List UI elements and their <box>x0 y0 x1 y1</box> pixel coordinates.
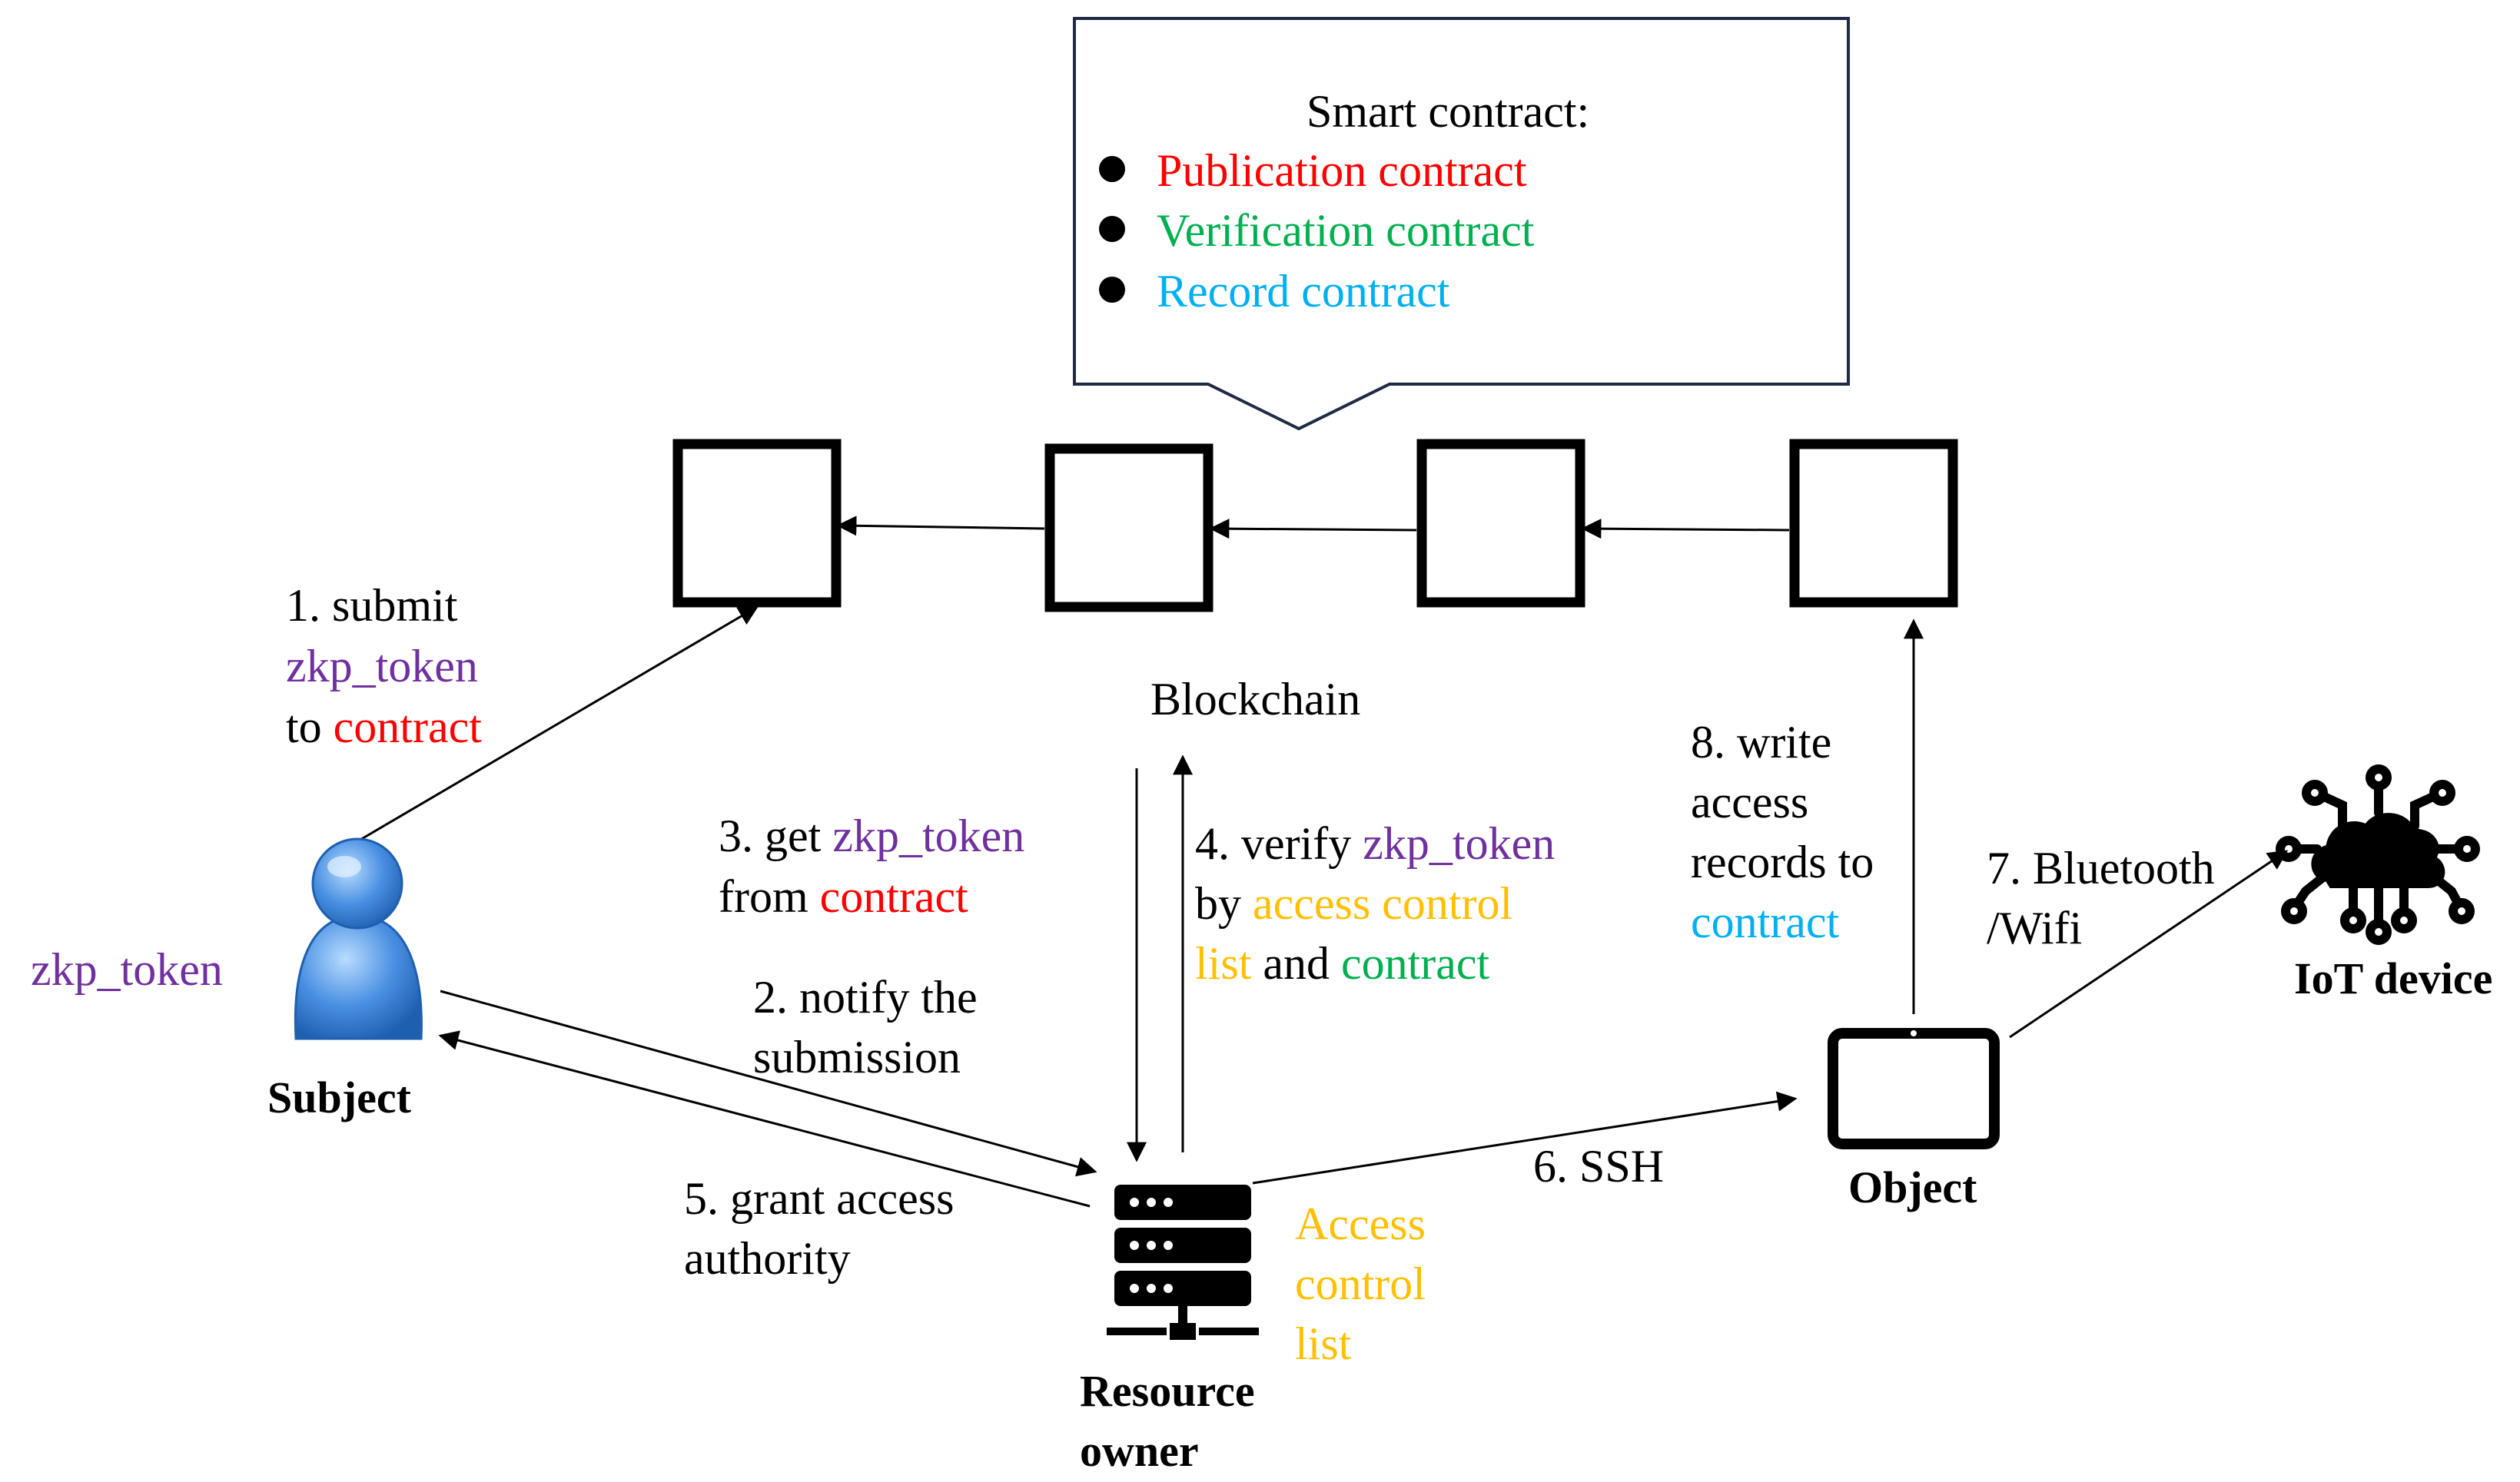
resource-owner-node: Access control list Resource owner <box>1080 1185 1426 1476</box>
bullet-dot <box>1099 277 1125 303</box>
svg-text:contract: contract <box>1691 897 1840 947</box>
block-3 <box>1416 439 1585 608</box>
cloud-chip-icon <box>2276 764 2480 945</box>
svg-text:to contract: to contract <box>286 701 482 752</box>
svg-text:list: list <box>1295 1318 1352 1369</box>
svg-text:submission: submission <box>753 1032 961 1082</box>
chain-link-arrow <box>1581 519 1790 539</box>
step-4-label: 4. verify zkp_token by access control li… <box>1195 818 1555 989</box>
block-4 <box>1789 439 1958 608</box>
access-control-list-label: Access control list <box>1295 1199 1426 1369</box>
svg-text:1. submit: 1. submit <box>286 580 458 631</box>
callout-title: Smart contract: <box>1306 86 1589 137</box>
bullet-dot <box>1099 156 1125 182</box>
edge-2-notify <box>440 990 1097 1177</box>
svg-text:from contract: from contract <box>719 871 968 922</box>
svg-text:2. notify the: 2. notify the <box>753 972 978 1023</box>
chain-link-arrow <box>836 516 1045 536</box>
subject-token-label: zkp_token <box>31 944 223 995</box>
svg-text:zkp_token: zkp_token <box>286 641 478 691</box>
svg-text:3. get zkp_token: 3. get zkp_token <box>719 811 1024 861</box>
chain-link-arrow <box>1209 519 1417 539</box>
svg-text:Access: Access <box>1295 1199 1426 1249</box>
step-6-label: 6. SSH <box>1533 1141 1664 1192</box>
edge-6-ssh <box>1252 1091 1798 1185</box>
edge-1-submit <box>354 605 759 844</box>
svg-text:8. write: 8. write <box>1691 717 1831 768</box>
svg-text:control: control <box>1295 1258 1426 1309</box>
server-icon <box>1107 1185 1259 1340</box>
subject-node: zkp_token Subject <box>31 837 423 1122</box>
iot-device-node: IoT device <box>2276 764 2492 1003</box>
resource-owner-label: owner <box>1080 1426 1199 1476</box>
svg-text:5. grant access: 5. grant access <box>684 1173 955 1224</box>
iot-device-label: IoT device <box>2294 953 2492 1003</box>
svg-text:4. verify zkp_token: 4. verify zkp_token <box>1195 818 1555 869</box>
person-icon <box>294 837 423 1040</box>
step-5-label: 5. grant access authority <box>684 1173 955 1284</box>
object-label: Object <box>1848 1162 1977 1212</box>
edge-5-grant <box>438 1030 1091 1208</box>
step-7-label: 7. Bluetooth /Wifi <box>1987 843 2215 953</box>
blockchain-label: Blockchain <box>1150 674 1360 724</box>
edge-7-bluetooth <box>2009 850 2289 1039</box>
record-contract-label: Record contract <box>1157 266 1450 317</box>
publication-contract-label: Publication contract <box>1157 145 1527 196</box>
block-2 <box>1044 443 1214 612</box>
bullet-dot <box>1099 216 1125 242</box>
svg-text:list and contract: list and contract <box>1195 938 1490 989</box>
svg-text:by access control: by access control <box>1195 878 1512 929</box>
tablet-icon <box>1828 1028 2000 1149</box>
block-1 <box>672 439 842 608</box>
svg-text:/Wifi: /Wifi <box>1987 903 2082 953</box>
svg-text:7. Bluetooth: 7. Bluetooth <box>1987 843 2215 894</box>
step-3-label: 3. get zkp_token from contract <box>719 811 1024 922</box>
verification-contract-label: Verification contract <box>1157 205 1535 256</box>
step-1-label: 1. submit zkp_token to contract <box>286 580 482 752</box>
step-2-label: 2. notify the submission <box>753 972 978 1082</box>
resource-owner-label: Resource <box>1080 1366 1255 1416</box>
object-node: Object <box>1828 1028 2000 1212</box>
svg-text:authority: authority <box>684 1233 851 1284</box>
subject-label: Subject <box>267 1073 412 1122</box>
step-8-label: 8. write access records to contract <box>1691 717 1874 947</box>
svg-text:access: access <box>1691 777 1808 827</box>
smart-contract-callout: Smart contract: Publication contract Ver… <box>1073 17 1850 431</box>
blockchain: Blockchain <box>672 439 1958 724</box>
svg-text:records to: records to <box>1691 837 1874 887</box>
